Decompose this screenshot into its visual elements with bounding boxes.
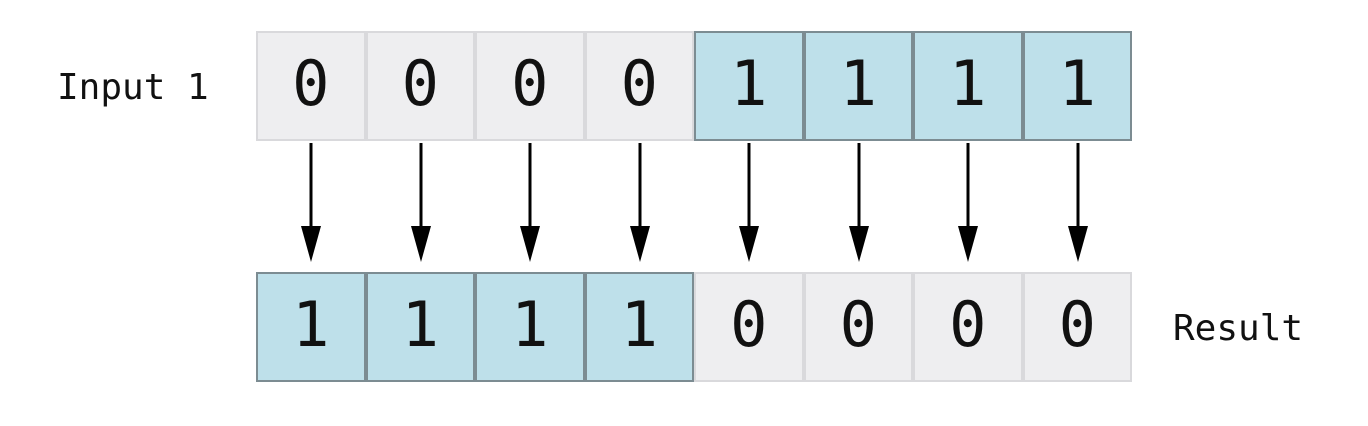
arrow-head <box>630 226 650 262</box>
result-label: Result <box>1173 308 1304 349</box>
arrow-head <box>849 226 869 262</box>
result-bit-cell: 1 <box>365 272 475 382</box>
input-bit-cell: 1 <box>803 31 913 141</box>
result-bit-value: 1 <box>292 288 330 361</box>
input-bit-cell: 0 <box>256 31 366 141</box>
input-1-bit-row: 0 0 0 0 1 1 1 1 <box>256 31 1132 141</box>
result-bit-value: 0 <box>1058 288 1096 361</box>
arrow-head <box>301 226 321 262</box>
result-bit-value: 1 <box>511 288 549 361</box>
result-bit-value: 0 <box>839 288 877 361</box>
arrow-head <box>1068 226 1088 262</box>
input-bit-value: 1 <box>730 47 768 120</box>
result-bit-value: 1 <box>401 288 439 361</box>
input-bit-value: 1 <box>839 47 877 120</box>
input-bit-cell: 1 <box>694 31 804 141</box>
result-bit-row: 1 1 1 1 0 0 0 0 <box>256 272 1132 382</box>
input-bit-cell: 1 <box>913 31 1023 141</box>
arrow-head <box>411 226 431 262</box>
input-bit-value: 0 <box>292 47 330 120</box>
result-bit-value: 1 <box>620 288 658 361</box>
arrow-head <box>958 226 978 262</box>
result-bit-value: 0 <box>949 288 987 361</box>
result-bit-cell: 0 <box>913 272 1023 382</box>
input-bit-cell: 1 <box>1022 31 1132 141</box>
input-bit-cell: 0 <box>365 31 475 141</box>
result-bit-cell: 1 <box>256 272 366 382</box>
arrow-head <box>739 226 759 262</box>
input-bit-value: 0 <box>401 47 439 120</box>
input-bit-cell: 0 <box>584 31 694 141</box>
result-bit-cell: 1 <box>584 272 694 382</box>
result-bit-cell: 0 <box>694 272 804 382</box>
result-bit-cell: 0 <box>803 272 913 382</box>
input-bit-cell: 0 <box>475 31 585 141</box>
input-bit-value: 1 <box>1058 47 1096 120</box>
input-bit-value: 0 <box>620 47 658 120</box>
result-bit-cell: 0 <box>1022 272 1132 382</box>
input-bit-value: 0 <box>511 47 549 120</box>
input-bit-value: 1 <box>949 47 987 120</box>
result-bit-cell: 1 <box>475 272 585 382</box>
result-bit-value: 0 <box>730 288 768 361</box>
arrow-head <box>520 226 540 262</box>
input-1-label: Input 1 <box>57 67 209 108</box>
